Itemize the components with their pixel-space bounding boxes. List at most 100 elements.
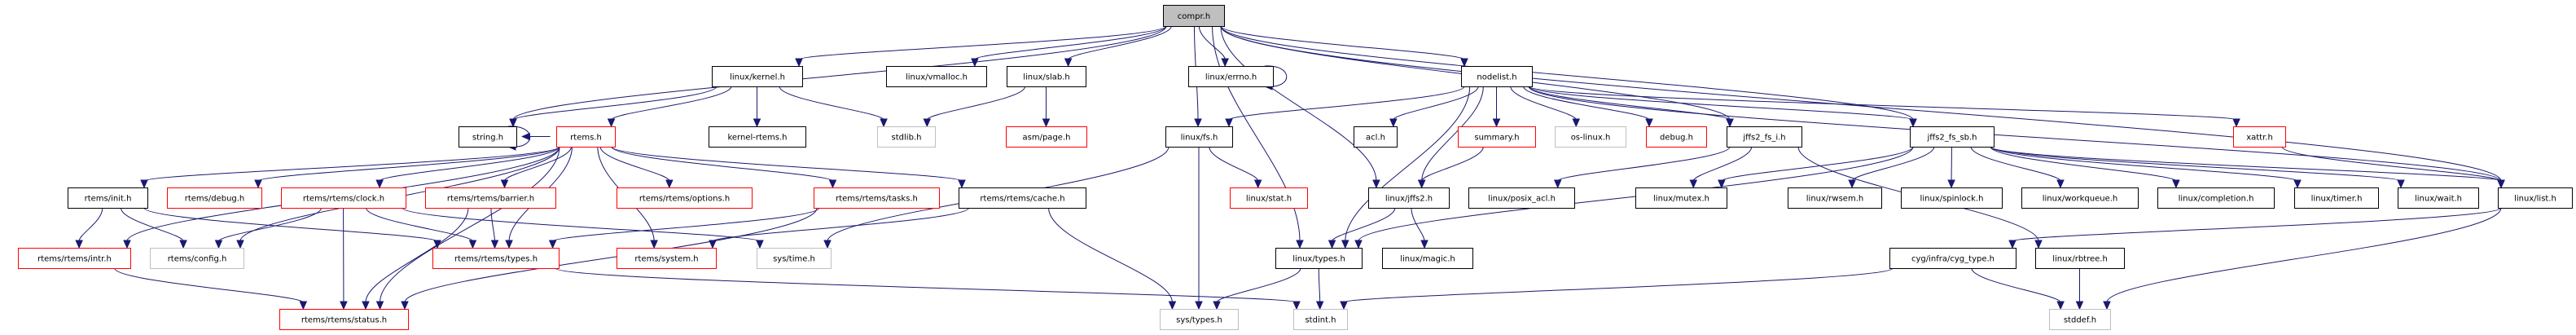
arrowhead-fs-to-systime [823, 240, 832, 249]
node-label: linux/spinlock.h [1920, 195, 1984, 204]
node-rbtree[interactable]: linux/rbtree.h [2035, 248, 2125, 269]
node-barrier[interactable]: rtems/rtems/barrier.h [425, 187, 556, 209]
edge-fssb-to-list [1990, 146, 2502, 182]
node-mutex[interactable]: linux/mutex.h [1635, 187, 1727, 209]
edge-compr-to-vmalloc [974, 25, 1167, 60]
node-cygtype[interactable]: cyg/infra/cyg_type.h [1889, 248, 2016, 269]
node-slab[interactable]: linux/slab.h [1007, 66, 1086, 87]
node-posixacl[interactable]: linux/posix_acl.h [1468, 187, 1575, 209]
node-acl[interactable]: acl.h [1354, 126, 1398, 148]
node-label: summary.h [1474, 134, 1519, 143]
edge-nodelist-to-ltypes [1345, 86, 1471, 242]
node-nodelist[interactable]: nodelist.h [1461, 66, 1533, 87]
arrowhead-nodelist-to-oslinux [1572, 118, 1581, 128]
edge-nodelist-to-oslinux [1510, 86, 1577, 121]
node-timer[interactable]: linux/timer.h [2294, 187, 2379, 209]
arrowhead-rtems-to-string [521, 132, 530, 141]
node-cache[interactable]: rtems/rtems/cache.h [959, 187, 1086, 209]
node-wait[interactable]: linux/wait.h [2398, 187, 2479, 209]
node-stdlib[interactable]: stdlib.h [877, 126, 936, 148]
node-clock[interactable]: rtems/rtems/clock.h [281, 187, 406, 209]
node-summary[interactable]: summary.h [1458, 126, 1536, 148]
node-fs[interactable]: linux/fs.h [1165, 126, 1233, 148]
arrowhead-xattr-to-list [2497, 179, 2505, 189]
node-errno[interactable]: linux/errno.h [1188, 66, 1274, 87]
node-box [959, 187, 1086, 209]
node-fsi[interactable]: jffs2_fs_i.h [1727, 126, 1802, 148]
node-completion[interactable]: linux/completion.h [2157, 187, 2275, 209]
node-box [1901, 187, 2003, 209]
node-box [1635, 187, 1727, 209]
node-rwsem[interactable]: linux/rwsem.h [1788, 187, 1882, 209]
node-fssb[interactable]: jffs2_fs_sb.h [1910, 126, 1995, 148]
node-system[interactable]: rtems/system.h [617, 248, 717, 269]
node-box [432, 248, 560, 269]
edge-fs-to-stat [1209, 146, 1259, 182]
edge-rtems-to-barrier [504, 146, 572, 182]
node-magic[interactable]: linux/magic.h [1382, 248, 1473, 269]
arrowhead-nodelist-to-ltypes [1341, 240, 1349, 249]
edge-tasks-to-status [404, 207, 818, 303]
node-label: rtems/rtems/clock.h [303, 195, 384, 204]
node-kernel[interactable]: linux/kernel.h [712, 66, 803, 87]
node-workqueue[interactable]: linux/workqueue.h [2021, 187, 2139, 209]
node-label: rtems/rtems/cache.h [980, 195, 1064, 204]
node-string[interactable]: string.h [459, 126, 517, 148]
node-stdint[interactable]: stdint.h [1293, 309, 1348, 330]
node-ltypes[interactable]: linux/types.h [1275, 248, 1363, 269]
edge-fssb-to-completion [1990, 146, 2177, 182]
node-options[interactable]: rtems/rtems/options.h [617, 187, 753, 209]
node-rtypes[interactable]: rtems/rtems/types.h [432, 248, 560, 269]
arrowhead-fsi-to-rbtree [2034, 240, 2043, 249]
edge-fssb-to-timer [1990, 146, 2298, 182]
arrowhead-list-to-stddef [2103, 301, 2111, 311]
node-box [1382, 248, 1473, 269]
edge-rtypes-to-stdint [555, 267, 1297, 303]
arrowhead-nodelist-to-xattr [2232, 118, 2240, 128]
node-spinlock[interactable]: linux/spinlock.h [1901, 187, 2003, 209]
arrowhead-compr-to-vmalloc [971, 58, 979, 68]
arrowhead-barrier-to-status [362, 301, 370, 311]
node-stddef[interactable]: stddef.h [2049, 309, 2111, 330]
node-vmalloc[interactable]: linux/vmalloc.h [886, 66, 987, 87]
node-intr[interactable]: rtems/rtems/intr.h [18, 248, 131, 269]
arrowhead-fssb-to-workqueue [2056, 179, 2065, 189]
node-box [712, 66, 803, 87]
node-asmpage[interactable]: asm/page.h [1006, 126, 1087, 148]
edge-compr-to-nodelist [1220, 25, 1465, 60]
node-box [877, 126, 936, 148]
edge-summary-to-jffs2 [1421, 146, 1484, 182]
edge-fsi-to-mutex [1692, 146, 1753, 182]
node-stat[interactable]: linux/stat.h [1230, 187, 1308, 209]
arrowhead-rtems-to-barrier [500, 179, 509, 189]
node-systime[interactable]: sys/time.h [757, 248, 832, 269]
edge-compr-to-kernel [798, 25, 1167, 60]
node-box [709, 126, 806, 148]
node-box [1910, 126, 1995, 148]
arrowhead-compr-to-fs [1194, 118, 1202, 128]
node-status[interactable]: rtems/rtems/status.h [279, 309, 409, 330]
node-oslinux[interactable]: os-linux.h [1555, 126, 1626, 148]
node-tasks[interactable]: rtems/rtems/tasks.h [814, 187, 940, 209]
node-systypes[interactable]: sys/types.h [1160, 309, 1239, 330]
node-rtems[interactable]: rtems.h [556, 126, 616, 148]
node-debug[interactable]: debug.h [1646, 126, 1707, 148]
edge-rtems-to-init [143, 146, 560, 182]
node-label: rtems/rtems/types.h [454, 255, 538, 264]
edge-fssb-to-workqueue [1970, 146, 2061, 182]
node-kernelrtems[interactable]: kernel-rtems.h [709, 126, 806, 148]
arrowhead-rtems-to-config [236, 240, 244, 249]
node-init[interactable]: rtems/init.h [68, 187, 148, 209]
node-label: rtems/init.h [85, 195, 132, 204]
node-xattr[interactable]: xattr.h [2233, 126, 2286, 148]
node-list[interactable]: linux/list.h [2498, 187, 2573, 209]
arrowhead-rtems-to-system [650, 240, 658, 249]
node-rdebug[interactable]: rtems/debug.h [167, 187, 262, 209]
node-label: compr.h [1178, 12, 1210, 21]
edge-compr-to-slab [1068, 25, 1172, 60]
edge-clock-to-rtypes [366, 207, 473, 242]
node-jffs2[interactable]: linux/jffs2.h [1368, 187, 1450, 209]
arrowhead-kernel-to-kernelrtems [753, 118, 761, 128]
node-config[interactable]: rtems/config.h [150, 248, 244, 269]
node-box [1230, 187, 1308, 209]
